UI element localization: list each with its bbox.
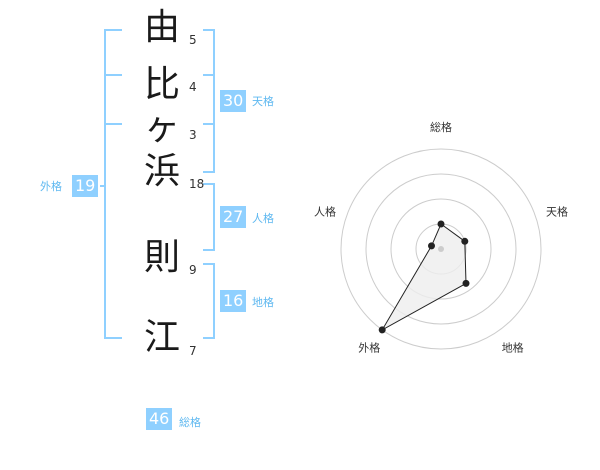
name-char-2: 比 [143, 64, 180, 105]
chikaku-bracket [203, 263, 215, 339]
radar-axis-label-3: 地格 [502, 341, 524, 355]
radar-axis-label-1: 総格 [430, 120, 452, 134]
gaikaku-bracket [104, 29, 122, 339]
stroke-count-5: 9 [189, 263, 197, 277]
radar-axis-label-4: 外格 [358, 341, 380, 355]
gaikaku-value: 19 [72, 175, 99, 197]
radar-grid-ring-3 [365, 173, 517, 325]
radar-point-1 [437, 220, 445, 228]
name-char-1: 由 [143, 7, 180, 48]
soukaku-label: 総格 [179, 416, 201, 429]
name-char-5: 則 [143, 237, 180, 278]
jinkaku-label: 人格 [252, 212, 274, 225]
radar-center-dot [438, 246, 444, 252]
chikaku-label: 地格 [252, 296, 274, 309]
tenkaku-value: 30 [220, 90, 247, 112]
radar-point-3 [462, 279, 470, 287]
chikaku-value: 16 [220, 290, 247, 312]
radar-polygon [380, 223, 467, 332]
stroke-count-3: 3 [189, 128, 197, 142]
stroke-count-4: 18 [189, 177, 205, 191]
stroke-count-6: 7 [189, 344, 197, 358]
radar-axis-label-5: 人格 [314, 204, 336, 218]
stroke-count-2: 4 [189, 80, 197, 94]
tenkaku-bracket [203, 29, 215, 173]
tenkaku-label: 天格 [252, 95, 274, 108]
stroke-count-1: 5 [189, 33, 197, 47]
jinkaku-bracket [203, 183, 215, 251]
gaikaku-label: 外格 [40, 180, 62, 193]
soukaku-value: 46 [146, 408, 173, 430]
name-char-3: ヶ [143, 107, 180, 148]
name-char-4: 浜 [143, 151, 180, 192]
radar-grid-ring-4 [340, 148, 542, 350]
radar-point-2 [461, 237, 469, 245]
radar-axis-label-2: 天格 [546, 204, 568, 218]
radar-grid-ring-2 [390, 198, 492, 300]
name-char-6: 江 [143, 317, 180, 358]
radar-point-4 [378, 326, 386, 334]
radar-point-5 [428, 242, 435, 250]
jinkaku-value: 27 [220, 206, 247, 228]
